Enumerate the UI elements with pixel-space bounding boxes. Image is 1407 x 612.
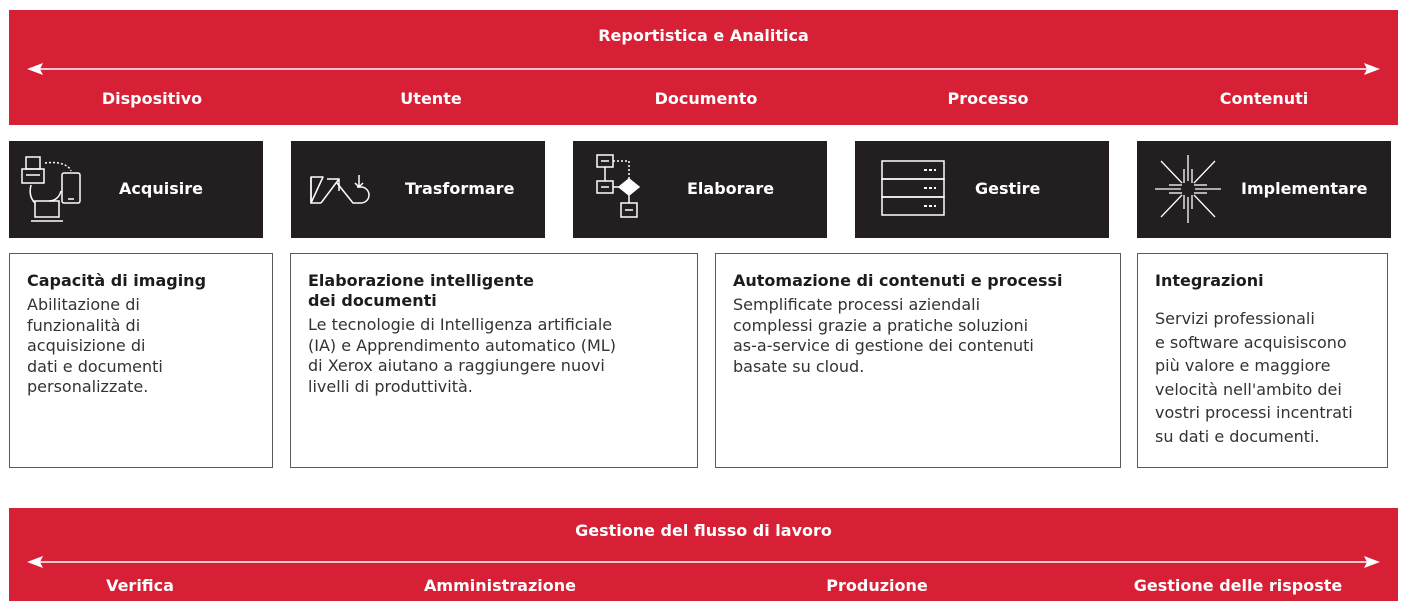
card-imaging: Capacità di imaging Abilitazione di funz… xyxy=(9,253,273,468)
tile-gestire: Gestire xyxy=(855,141,1109,238)
card-heading-integrazioni: Integrazioni xyxy=(1155,271,1264,290)
band-label-contenuti: Contenuti xyxy=(1219,89,1309,108)
card-text-elaborazione: Le tecnologie di Intelligenza artificial… xyxy=(308,315,616,396)
workflow-band: Gestione del flusso di lavoro Verifica A… xyxy=(9,508,1398,601)
tile-trasformare: Trasformare xyxy=(291,141,545,238)
band-label-utente: Utente xyxy=(400,89,462,108)
tile-acquisire: Acquisire xyxy=(9,141,263,238)
double-arrow-icon xyxy=(27,556,1380,568)
band-label-gestione-risposte: Gestione delle risposte xyxy=(1133,576,1343,595)
card-text-automazione: Semplificate processi aziendali compless… xyxy=(733,295,1034,376)
band-label-documento: Documento xyxy=(654,89,758,108)
card-automazione: Automazione di contenuti e processi Semp… xyxy=(715,253,1121,468)
tile-label-gestire: Gestire xyxy=(975,179,1041,198)
tile-label-trasformare: Trasformare xyxy=(405,179,515,198)
card-text-imaging: Abilitazione di funzionalità di acquisiz… xyxy=(27,295,163,396)
transform-arrows-icon xyxy=(310,175,370,204)
tile-label-implementare: Implementare xyxy=(1241,179,1368,198)
card-elaborazione: Elaborazione intelligente dei documenti … xyxy=(290,253,698,468)
starburst-icon xyxy=(1155,155,1221,223)
band-label-processo: Processo xyxy=(947,89,1029,108)
card-heading-automazione: Automazione di contenuti e processi xyxy=(733,271,1063,290)
card-integrazioni: Integrazioni Servizi professionali e sof… xyxy=(1137,253,1388,468)
devices-icon xyxy=(21,156,81,222)
tile-implementare: Implementare xyxy=(1137,141,1391,238)
card-text-integrazioni: Servizi professionali e software acquisi… xyxy=(1155,309,1353,446)
band-label-dispositivo: Dispositivo xyxy=(101,89,203,108)
band-label-verifica: Verifica xyxy=(106,576,174,595)
reporting-band: Reportistica e Analitica Dispositivo Ute… xyxy=(9,10,1398,125)
reporting-band-title: Reportistica e Analitica xyxy=(598,26,809,45)
flowchart-icon xyxy=(596,154,641,218)
tile-elaborare: Elaborare xyxy=(573,141,827,238)
server-stack-icon xyxy=(881,160,945,216)
band-label-amministrazione: Amministrazione xyxy=(424,576,576,595)
tile-label-elaborare: Elaborare xyxy=(687,179,775,198)
workflow-band-title: Gestione del flusso di lavoro xyxy=(575,521,832,540)
card-heading-imaging: Capacità di imaging xyxy=(27,271,207,290)
band-label-produzione: Produzione xyxy=(826,576,928,595)
double-arrow-icon xyxy=(27,63,1380,75)
tile-label-acquisire: Acquisire xyxy=(119,179,203,198)
card-heading-elaborazione: Elaborazione intelligente dei documenti xyxy=(308,271,534,310)
